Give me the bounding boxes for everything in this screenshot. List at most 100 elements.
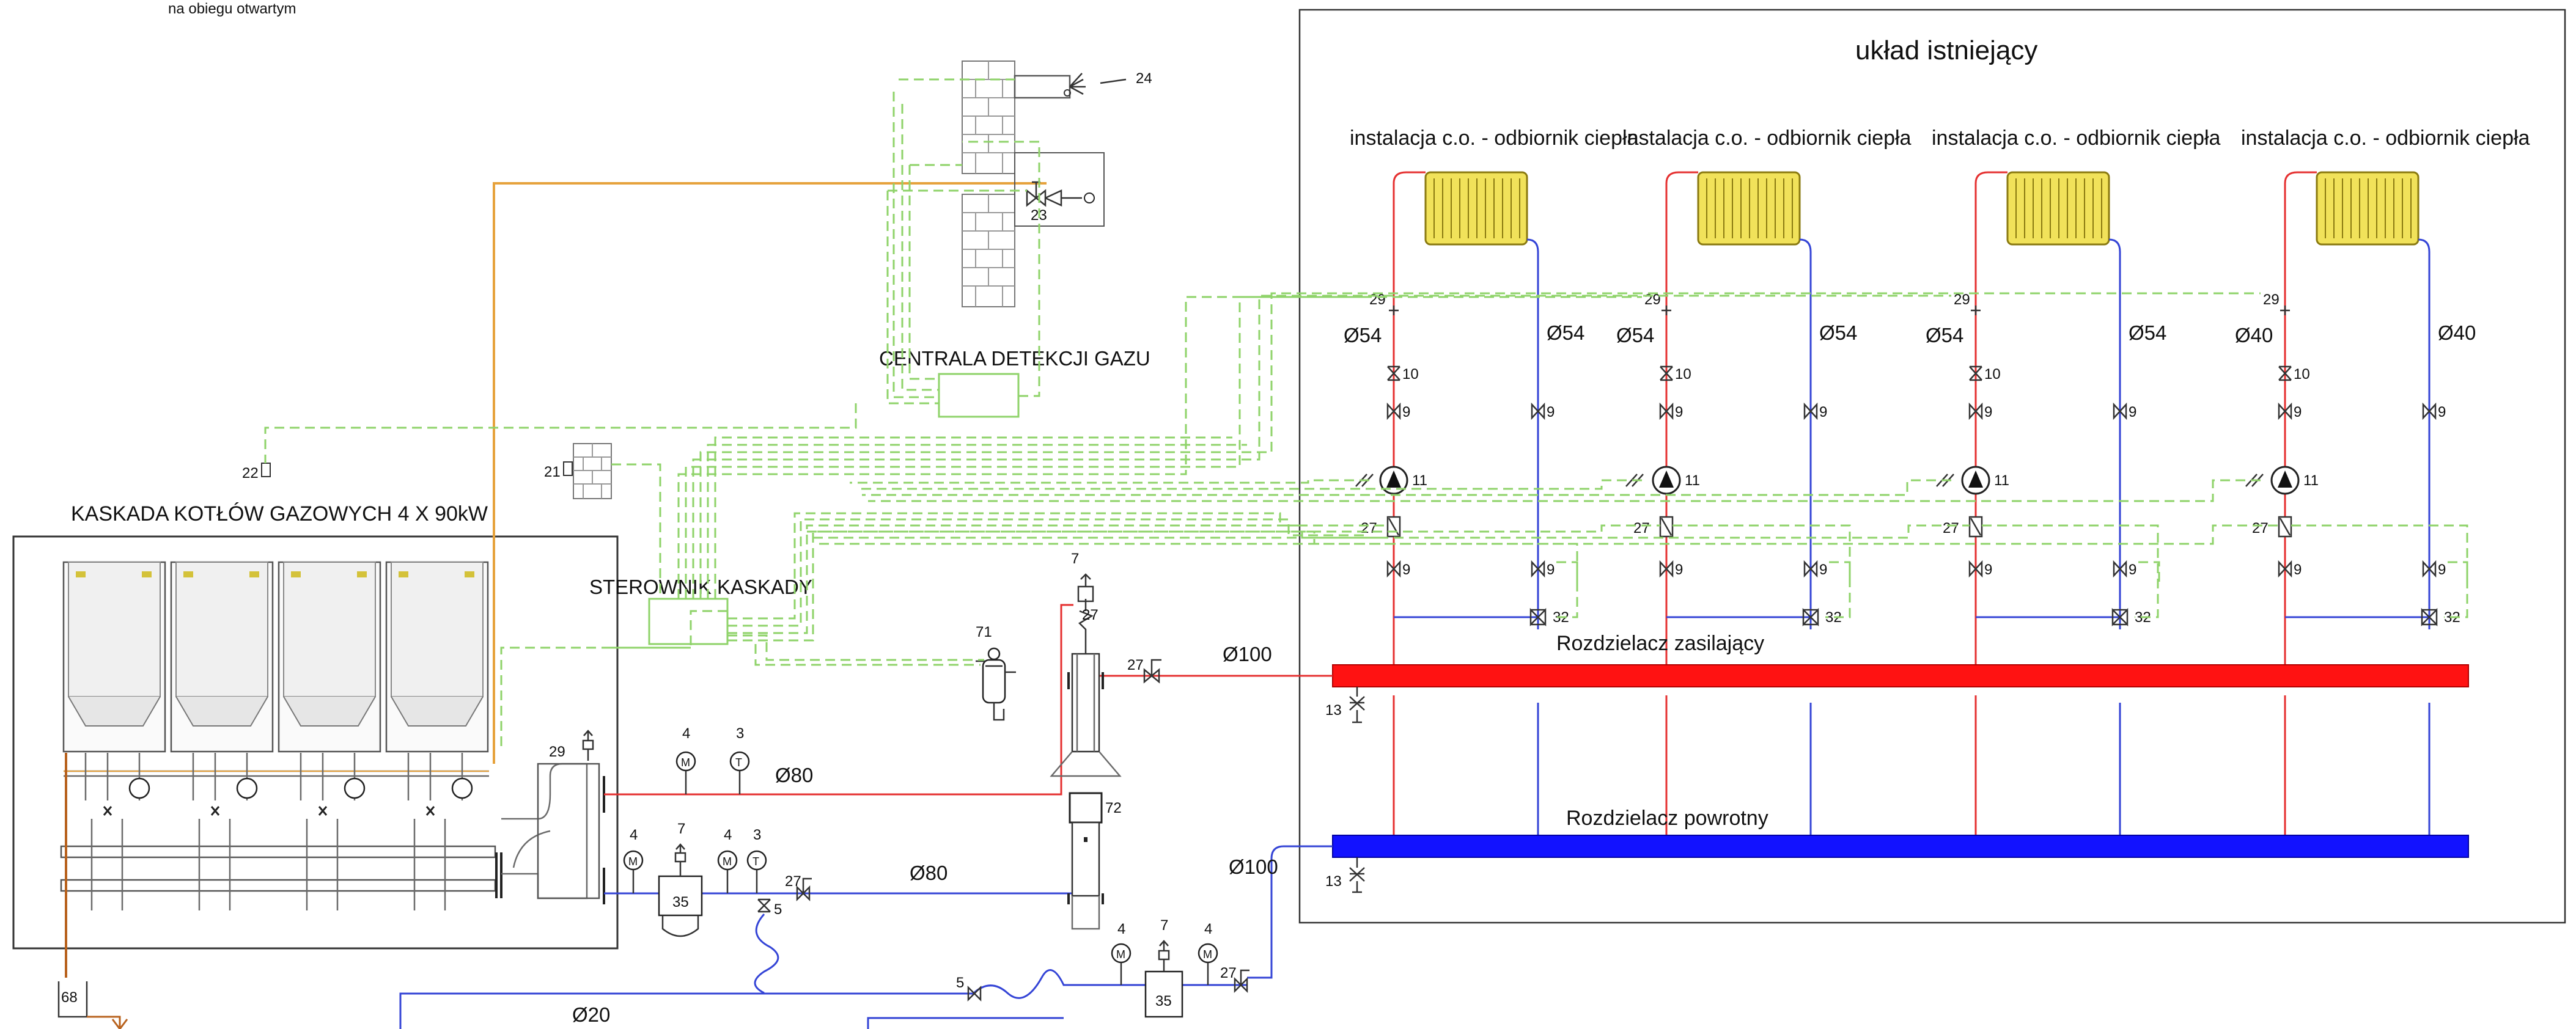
svg-text:27: 27 (785, 873, 801, 890)
installation-label-1: instalacja c.o. - odbiornik ciepła (1350, 126, 1639, 150)
boiler-header-piping (60, 753, 502, 910)
gas-sensor-22: 22 (242, 463, 271, 482)
svg-text:7: 7 (1071, 551, 1079, 567)
svg-text:11: 11 (2303, 472, 2319, 489)
svg-text:10: 10 (1402, 366, 1419, 383)
svg-text:5: 5 (774, 901, 782, 918)
boiler-supply-pipe (604, 604, 1073, 796)
svg-text:72: 72 (1105, 800, 1122, 816)
svg-text:9: 9 (2129, 562, 2136, 578)
svg-text:29: 29 (2263, 291, 2280, 308)
chimney-wall: 24 (962, 60, 1152, 307)
gas-boiler-icon (278, 561, 381, 753)
svg-text:4: 4 (1117, 921, 1125, 937)
svg-text:13: 13 (1325, 702, 1342, 719)
svg-text:11: 11 (1994, 472, 2009, 489)
svg-text:3: 3 (736, 725, 744, 742)
svg-text:M: M (1116, 948, 1125, 961)
svg-text:21: 21 (544, 464, 561, 480)
svg-text:9: 9 (1547, 562, 1555, 578)
svg-text:11: 11 (1685, 472, 1700, 489)
svg-text:13: 13 (1325, 873, 1342, 890)
svg-text:71: 71 (976, 624, 992, 640)
existing-system-frame (1298, 9, 2566, 924)
hydraulic-separator: 29 (501, 730, 605, 904)
svg-text:35: 35 (1155, 993, 1172, 1009)
svg-text:35: 35 (672, 894, 689, 910)
svg-text:9: 9 (2129, 404, 2136, 420)
svg-text:9: 9 (2294, 404, 2302, 420)
makeup-pipe (399, 992, 764, 1029)
circuit-fittings-4: 29 10 9 9 11 27 9 9 32 (2245, 291, 2460, 627)
svg-text:9: 9 (1675, 562, 1683, 578)
return-diameter-4: Ø40 (2438, 321, 2476, 344)
supply-diameter-3: Ø54 (1926, 324, 1963, 346)
svg-text:5: 5 (956, 975, 964, 991)
svg-text:27: 27 (1127, 657, 1144, 673)
gas-detection-central (938, 373, 1020, 418)
svg-text:4: 4 (724, 827, 732, 843)
boiler-return-diameter: Ø80 (910, 862, 948, 884)
boiler-cascade-title: KASKADA KOTŁÓW GAZOWYCH 4 X 90kW (71, 502, 488, 525)
radiator-icon (1424, 171, 1528, 246)
svg-text:7: 7 (677, 821, 685, 837)
return-manifold-label: Rozdzielacz powrotny (1566, 807, 1768, 830)
svg-text:4: 4 (682, 725, 690, 742)
svg-text:9: 9 (1402, 562, 1410, 578)
svg-text:22: 22 (242, 465, 259, 482)
radiator-icon (2006, 171, 2110, 246)
svg-text:3: 3 (753, 827, 761, 843)
gas-supply-line (493, 182, 1047, 764)
svg-text:M: M (723, 855, 732, 868)
svg-text:27: 27 (1633, 520, 1650, 536)
vertical-collector: 72 27 7 (1050, 551, 1122, 930)
svg-text:9: 9 (1675, 404, 1683, 420)
return-fittings: M M T 4 4 3 35 7 5 27 (623, 821, 812, 994)
supply-manifold-label: Rozdzielacz zasilający (1556, 632, 1764, 655)
svg-text:27: 27 (1943, 520, 1959, 536)
boiler-supply-diameter: Ø80 (775, 764, 813, 786)
boiler-units (62, 561, 489, 753)
svg-text:M: M (1203, 948, 1212, 961)
gas-shutoff-valve: 23 (1014, 152, 1105, 227)
circuit-fittings-3: 29 10 9 9 11 27 9 9 32 (1936, 291, 2151, 627)
svg-text:4: 4 (1204, 921, 1212, 937)
gas-boiler-icon (170, 561, 274, 753)
svg-text:9: 9 (1547, 404, 1555, 420)
air-separator: 71 (976, 624, 1016, 721)
svg-text:10: 10 (2294, 366, 2310, 383)
condensate-drain: 68 (57, 753, 128, 1029)
radiator-icon (1697, 171, 1801, 246)
installation-label-4: instalacja c.o. - odbiornik ciepła (2241, 126, 2530, 150)
svg-text:27: 27 (1361, 520, 1377, 536)
circuit-fittings-1: 29 10 9 9 11 27 9 9 32 (1355, 291, 1569, 627)
svg-text:9: 9 (1819, 562, 1827, 578)
main-return-diameter: Ø100 (1229, 855, 1278, 878)
top-note: na obiegu otwartym (168, 1, 296, 17)
circuit-pipes (1393, 171, 2431, 838)
svg-text:M: M (681, 756, 690, 769)
gas-sensor-21: 21 (544, 443, 612, 499)
supply-diameter-4: Ø40 (2235, 324, 2273, 346)
svg-text:27: 27 (1082, 607, 1098, 623)
boiler-cascade-frame (12, 535, 619, 950)
makeup-pipe-loop (764, 969, 1086, 999)
svg-text:10: 10 (1984, 366, 2001, 383)
installation-label-2: instalacja c.o. - odbiornik ciepła (1622, 126, 1912, 150)
svg-text:7: 7 (1160, 917, 1168, 934)
svg-text:9: 9 (2438, 404, 2446, 420)
svg-text:27: 27 (2252, 520, 2269, 536)
svg-text:9: 9 (1402, 404, 1410, 420)
gas-boiler-icon (385, 561, 489, 753)
installation-label-3: instalacja c.o. - odbiornik ciepła (1932, 126, 2221, 150)
svg-text:T: T (753, 855, 759, 868)
radiator-icon (2316, 171, 2420, 246)
svg-text:11: 11 (1412, 472, 1427, 489)
manifold-drain-valves: 13 13 (1325, 687, 1365, 893)
makeup-valve: 5 (956, 975, 982, 1002)
makeup-diameter: Ø20 (572, 1003, 610, 1026)
svg-text:T: T (735, 756, 742, 769)
svg-text:M: M (628, 855, 638, 868)
return-manifold (1332, 835, 2469, 858)
